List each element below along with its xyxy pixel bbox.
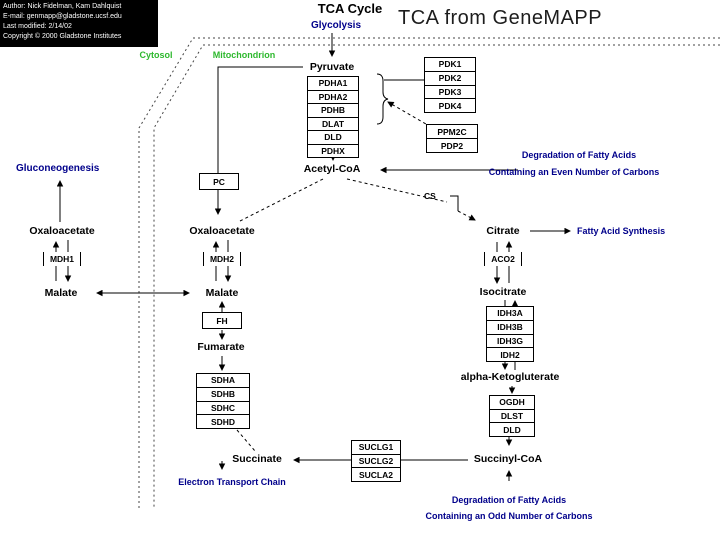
pathway-link-deg-even-line2[interactable]: Containing an Even Number of Carbons xyxy=(488,167,660,177)
arrow-cs-citrate xyxy=(457,210,476,221)
line-acetylcoa-cs xyxy=(346,178,448,203)
gene-aco2[interactable]: ACO2 xyxy=(484,252,522,266)
gene-idh3b[interactable]: IDH3B xyxy=(487,319,533,334)
gene-pdk1[interactable]: PDK1 xyxy=(425,58,475,71)
gene-dld[interactable]: DLD xyxy=(308,130,358,144)
line-sdh-succinate xyxy=(236,429,256,452)
gene-pc[interactable]: PC xyxy=(199,173,239,190)
gene-idh3g[interactable]: IDH3G xyxy=(487,333,533,348)
gene-stack-ogdh-complex: OGDH DLST DLD xyxy=(489,395,535,437)
email-line: E-mail: genmapp@gladstone.ucsf.edu xyxy=(3,13,122,20)
gene-stack-sdh: SDHA SDHB SDHC SDHD xyxy=(196,373,250,429)
gene-dlst[interactable]: DLST xyxy=(490,408,534,423)
gene-idh3a[interactable]: IDH3A xyxy=(487,307,533,320)
pathway-link-fatty-acid-synthesis[interactable]: Fatty Acid Synthesis xyxy=(577,226,666,236)
gene-dlat[interactable]: DLAT xyxy=(308,116,358,130)
gene-stack-idh: IDH3A IDH3B IDH3G IDH2 xyxy=(486,306,534,362)
pathway-link-deg-odd-line1[interactable]: Degradation of Fatty Acids xyxy=(451,495,567,505)
gene-sdhc[interactable]: SDHC xyxy=(197,400,249,415)
gene-stack-sucl: SUCLG1 SUCLG2 SUCLA2 xyxy=(351,440,401,482)
compartment-label-cytosol: Cytosol xyxy=(139,50,173,60)
pathway-link-gluconeogenesis[interactable]: Gluconeogenesis xyxy=(16,163,100,174)
gene-sucla2[interactable]: SUCLA2 xyxy=(352,467,400,482)
gene-suclg2[interactable]: SUCLG2 xyxy=(352,453,400,468)
gene-idh2[interactable]: IDH2 xyxy=(487,347,533,361)
gene-fh[interactable]: FH xyxy=(202,312,242,329)
gene-pdhx[interactable]: PDHX xyxy=(308,143,358,157)
gene-pdk4[interactable]: PDK4 xyxy=(425,98,475,112)
gene-stack-pdh-complex: PDHA1 PDHA2 PDHB DLAT DLD PDHX xyxy=(307,76,359,158)
slide-title: TCA from GeneMAPP xyxy=(398,7,603,29)
metabolite-alpha-ketogluterate: alpha-Ketogluterate xyxy=(460,371,560,383)
metabolite-oxaloacetate-cytosol: Oxaloacetate xyxy=(29,225,95,237)
compartment-label-mitochondrion: Mitochondrion xyxy=(212,50,276,60)
gene-pdhb[interactable]: PDHB xyxy=(308,103,358,117)
mitochondrion-boundary-inner xyxy=(153,44,720,508)
metabolite-fumarate: Fumarate xyxy=(197,341,245,353)
pathway-link-deg-even-line1[interactable]: Degradation of Fatty Acids xyxy=(521,150,637,160)
gene-stack-pdk: PDK1 PDK2 PDK3 PDK4 xyxy=(424,57,476,113)
gene-mdh1[interactable]: MDH1 xyxy=(43,252,81,266)
gene-ogdh[interactable]: OGDH xyxy=(490,396,534,409)
brace-pdh-regulators xyxy=(376,73,389,125)
gene-pdp2[interactable]: PDP2 xyxy=(427,138,477,152)
gene-ppm2c[interactable]: PPM2C xyxy=(427,125,477,138)
modified-line: Last modified: 2/14/02 xyxy=(3,23,72,30)
metabolite-citrate: Citrate xyxy=(486,225,520,237)
metabolite-malate-cytosol: Malate xyxy=(44,287,78,299)
gene-stack-pdp: PPM2C PDP2 xyxy=(426,124,478,153)
author-info-block: Author: Nick Fidelman, Kam Dahlquist E-m… xyxy=(0,0,158,47)
author-line: Author: Nick Fidelman, Kam Dahlquist xyxy=(3,3,122,10)
gene-sdhb[interactable]: SDHB xyxy=(197,386,249,401)
pathway-link-deg-odd-line2[interactable]: Containing an Odd Number of Carbons xyxy=(425,511,593,521)
mitochondrion-boundary-outer xyxy=(138,37,720,508)
metabolite-acetyl-coa: Acetyl-CoA xyxy=(303,163,361,175)
metabolite-isocitrate: Isocitrate xyxy=(479,286,527,298)
gene-dld2[interactable]: DLD xyxy=(490,422,534,437)
gene-mdh2[interactable]: MDH2 xyxy=(203,252,241,266)
metabolite-oxaloacetate-mito: Oxaloacetate xyxy=(189,225,255,237)
metabolite-malate-mito: Malate xyxy=(205,287,239,299)
gene-sdhd[interactable]: SDHD xyxy=(197,414,249,428)
arrow-pdp-brace xyxy=(387,101,432,128)
gene-pdk2[interactable]: PDK2 xyxy=(425,70,475,85)
map-title: TCA Cycle xyxy=(317,1,383,16)
metabolite-succinate: Succinate xyxy=(232,453,282,465)
arrow-pyruvate-pc-oxaloacetate xyxy=(214,66,303,215)
metabolite-pyruvate: Pyruvate xyxy=(309,61,355,73)
gene-sdha[interactable]: SDHA xyxy=(197,374,249,387)
pathway-link-glycolysis[interactable]: Glycolysis xyxy=(310,20,362,31)
gene-suclg1[interactable]: SUCLG1 xyxy=(352,441,400,454)
metabolite-succinyl-coa: Succinyl-CoA xyxy=(473,453,543,465)
gene-pdk3[interactable]: PDK3 xyxy=(425,84,475,99)
copyright-line: Copyright © 2000 Gladstone Institutes xyxy=(3,33,122,40)
pathway-link-electron-transport-chain[interactable]: Electron Transport Chain xyxy=(178,477,286,487)
gene-pdha1[interactable]: PDHA1 xyxy=(308,77,358,90)
gene-cs[interactable]: CS xyxy=(424,191,436,201)
gene-pdha2[interactable]: PDHA2 xyxy=(308,89,358,103)
line-oxaloacetate-acetylcoa xyxy=(239,178,324,222)
bracket-cs xyxy=(450,195,459,211)
